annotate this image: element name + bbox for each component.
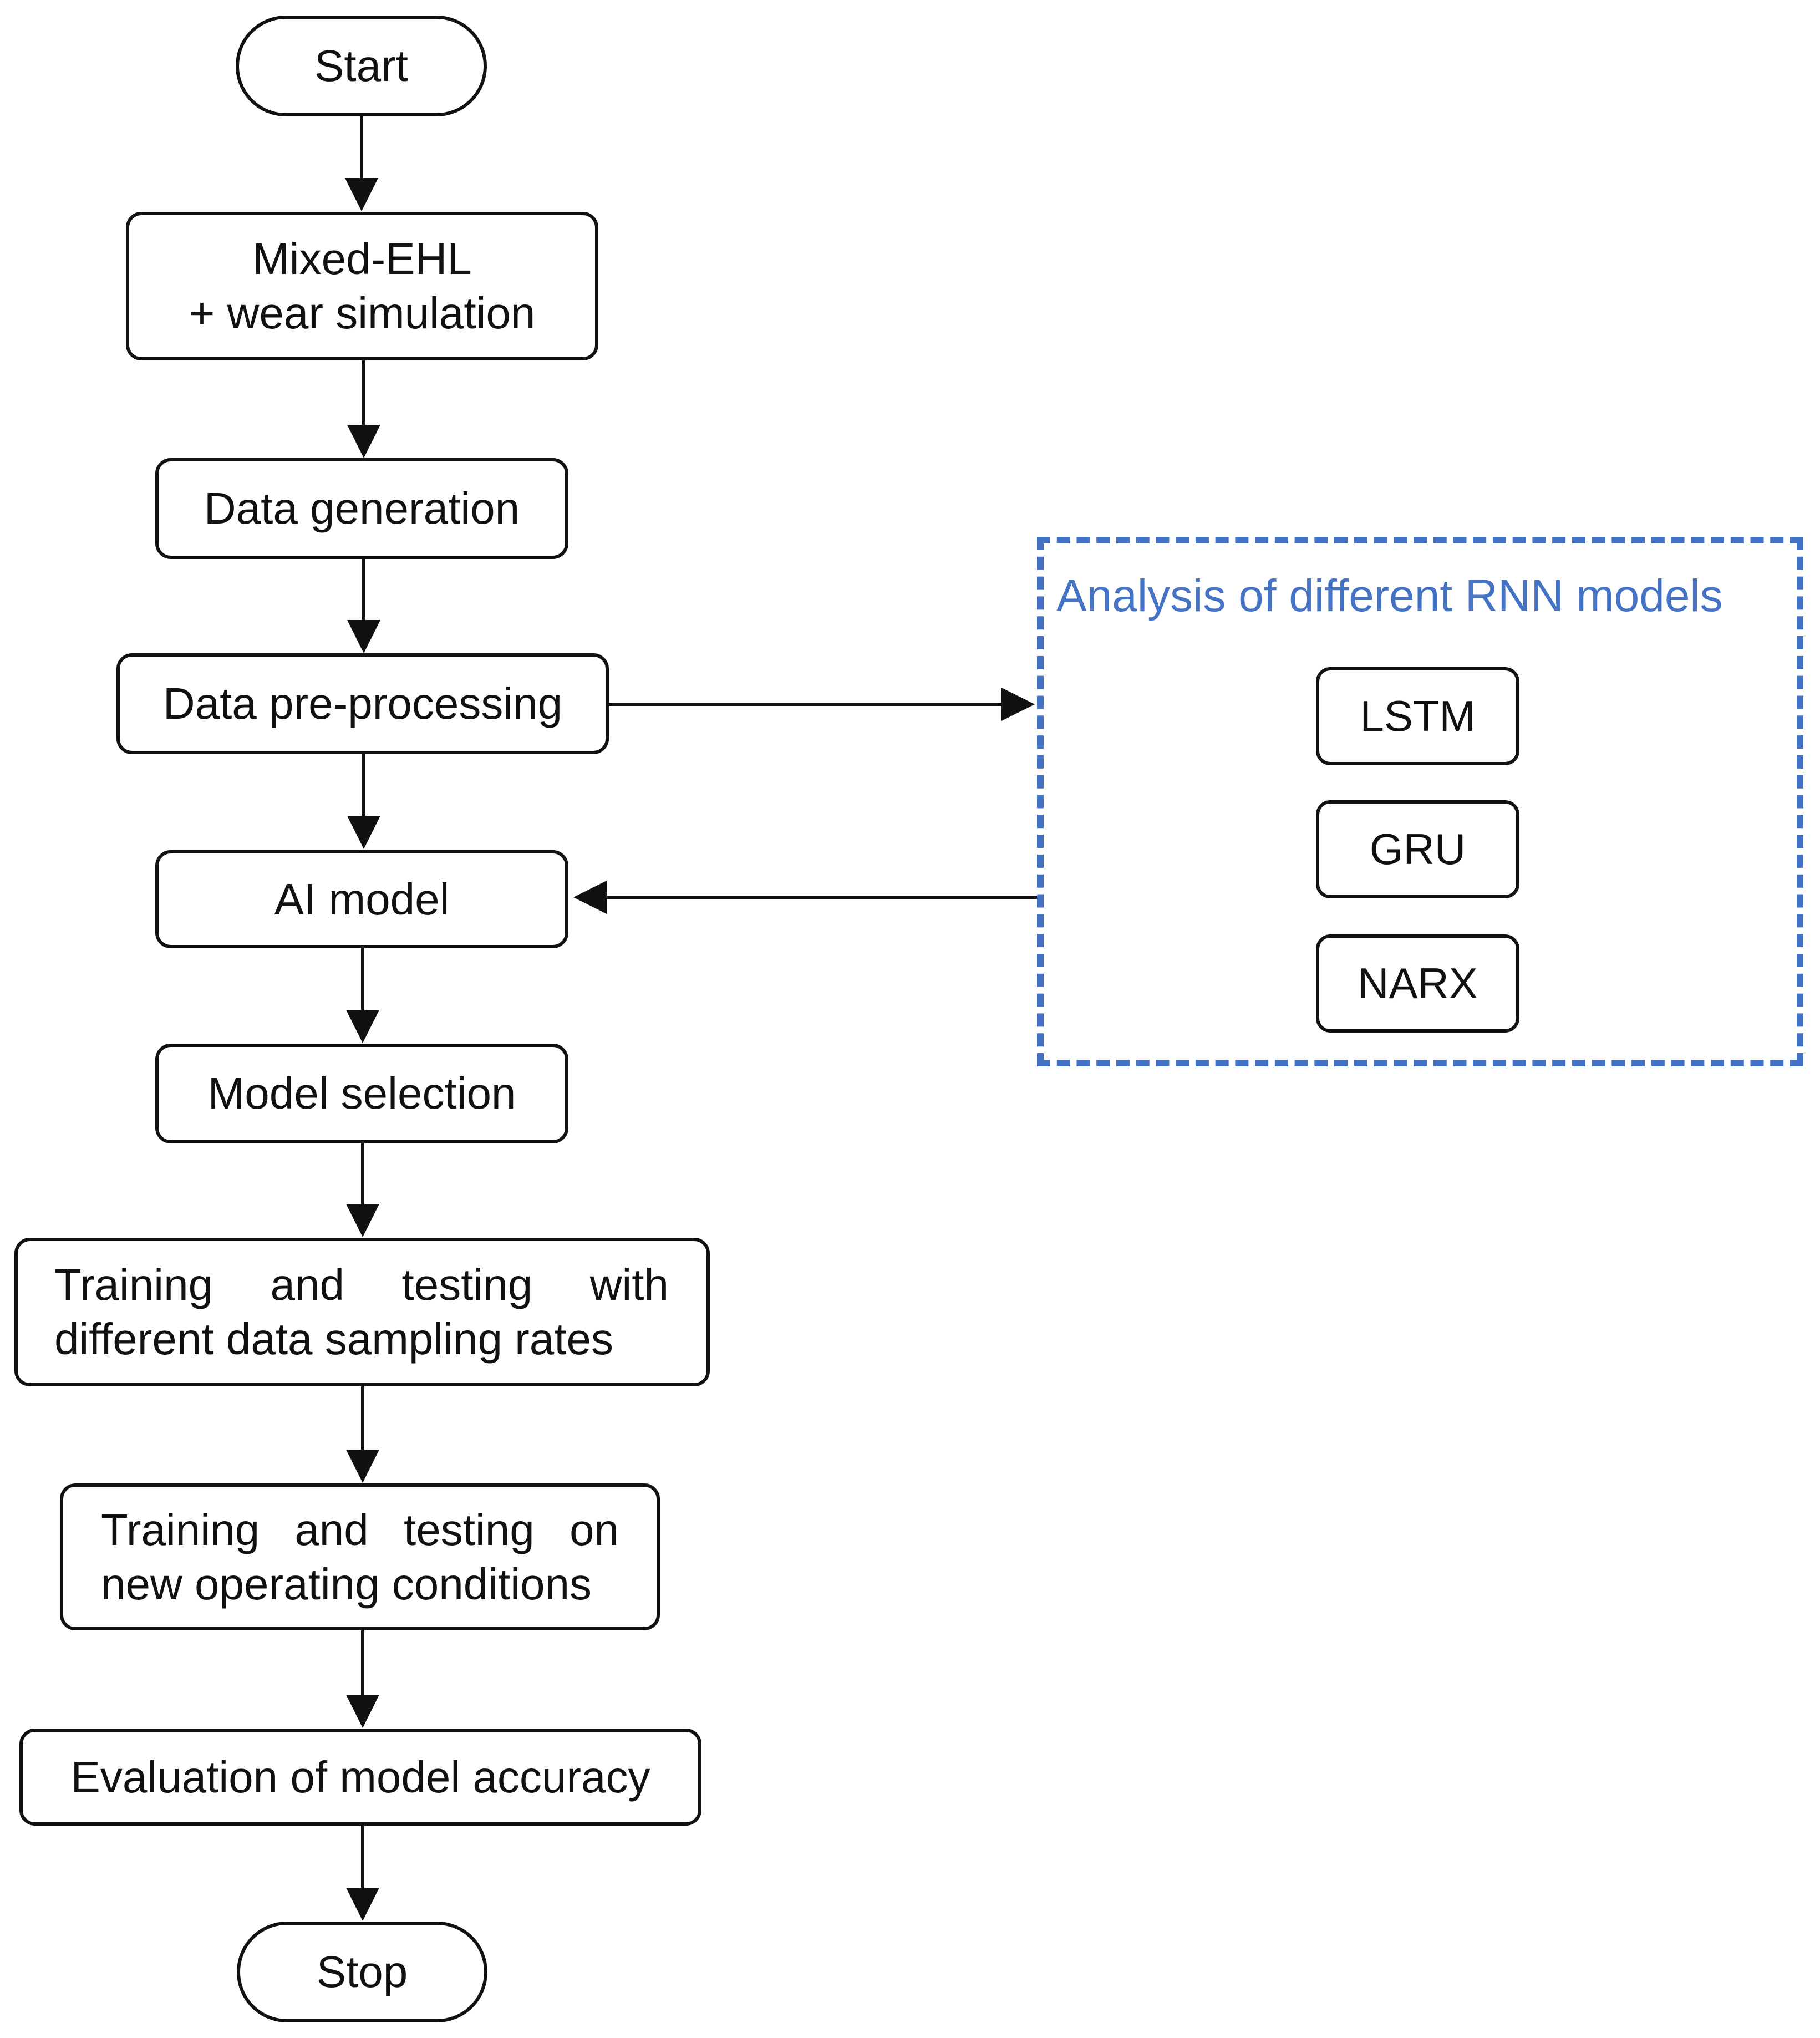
training-conditions-line-2: new operating conditions [101, 1559, 592, 1609]
evaluation-label: Evaluation of model accuracy [70, 1752, 650, 1802]
training-conditions-step: Training and testing on new operating co… [60, 1483, 660, 1630]
model-narx: NARX [1316, 934, 1519, 1033]
start-label: Start [314, 41, 408, 91]
stop-terminal: Stop [237, 1922, 487, 2022]
data-generation-label: Data generation [204, 484, 520, 533]
ai-model-label: AI model [274, 874, 450, 924]
evaluation-step: Evaluation of model accuracy [19, 1729, 701, 1826]
data-preprocessing-step: Data pre-processing [116, 653, 609, 754]
model-gru: GRU [1316, 800, 1519, 898]
training-sampling-line-2: different data sampling rates [54, 1314, 614, 1364]
training-sampling-line-1: Training and testing with [54, 1260, 669, 1310]
data-preprocessing-label: Data pre-processing [162, 679, 563, 729]
training-conditions-text: Training and testing on new operating co… [101, 1503, 619, 1611]
simulation-text: Mixed-EHL + wear simulation [129, 232, 595, 340]
data-generation-step: Data generation [155, 458, 568, 559]
model-selection-label: Model selection [207, 1069, 516, 1119]
rnn-analysis-title: Analysis of different RNN models [1056, 571, 1723, 621]
simulation-step: Mixed-EHL + wear simulation [126, 212, 598, 360]
start-terminal: Start [236, 16, 487, 116]
rnn-analysis-group [1037, 537, 1803, 1066]
model-selection-step: Model selection [155, 1044, 568, 1143]
simulation-line-2: + wear simulation [189, 288, 536, 338]
training-conditions-line-1: Training and testing on [101, 1505, 619, 1554]
training-sampling-text: Training and testing with different data… [54, 1258, 669, 1366]
model-lstm: LSTM [1316, 667, 1519, 765]
stop-label: Stop [316, 1947, 408, 1997]
ai-model-step: AI model [155, 850, 568, 948]
simulation-line-1: Mixed-EHL [252, 234, 472, 284]
training-sampling-step: Training and testing with different data… [14, 1238, 710, 1386]
